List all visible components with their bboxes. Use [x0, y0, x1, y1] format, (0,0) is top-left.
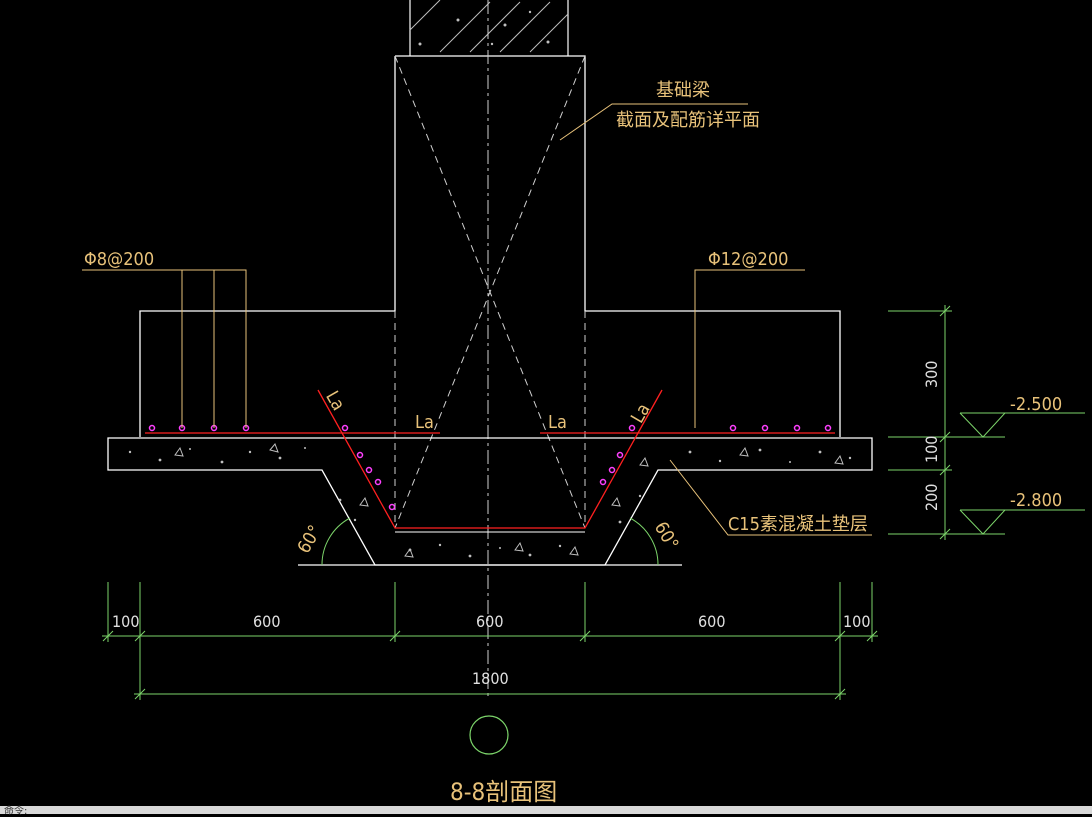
- hdim-100-right: 100: [843, 612, 870, 631]
- cushion-layer: [107, 437, 873, 566]
- hdim-100-left: 100: [112, 612, 139, 631]
- elevation-bottom: -2.800: [1010, 490, 1062, 511]
- horizontal-dimension: [102, 582, 878, 700]
- hdim-600-right: 600: [698, 612, 725, 631]
- la-label-2: La: [415, 412, 434, 433]
- rebar-lines: [145, 389, 835, 529]
- hdim-600-left: 600: [253, 612, 280, 631]
- la-label-1: La: [321, 387, 349, 414]
- angle-label-right: 60°: [650, 518, 683, 553]
- section-title: 8-8剖面图: [450, 778, 557, 806]
- leader-lines: [82, 103, 872, 536]
- cushion-label: C15素混凝土垫层: [728, 514, 868, 535]
- la-label-4: La: [627, 400, 655, 427]
- elevation-top: -2.500: [1010, 394, 1062, 415]
- beam-cross-dashed: [394, 55, 586, 529]
- vdim-200: 200: [922, 484, 941, 511]
- command-prompt: 命令:: [4, 806, 28, 817]
- axis-bubble: [469, 715, 509, 755]
- vertical-dimension: [888, 305, 1085, 540]
- command-line-bar[interactable]: 命令:: [0, 806, 1092, 817]
- hdim-600-mid: 600: [476, 612, 503, 631]
- angle-label-left: 60°: [293, 522, 326, 557]
- angle-arcs: [321, 517, 659, 566]
- la-label-3: La: [548, 412, 567, 433]
- upper-column: [409, 0, 569, 56]
- beam-callout-line2: 截面及配筋详平面: [616, 110, 760, 131]
- rebar-right-label: Φ12@200: [708, 249, 788, 270]
- vdim-300: 300: [922, 361, 941, 388]
- vdim-100: 100: [922, 436, 941, 463]
- beam-callout-line1: 基础梁: [656, 80, 710, 101]
- hdim-total: 1800: [472, 669, 509, 688]
- rebar-left-label: Φ8@200: [84, 249, 154, 270]
